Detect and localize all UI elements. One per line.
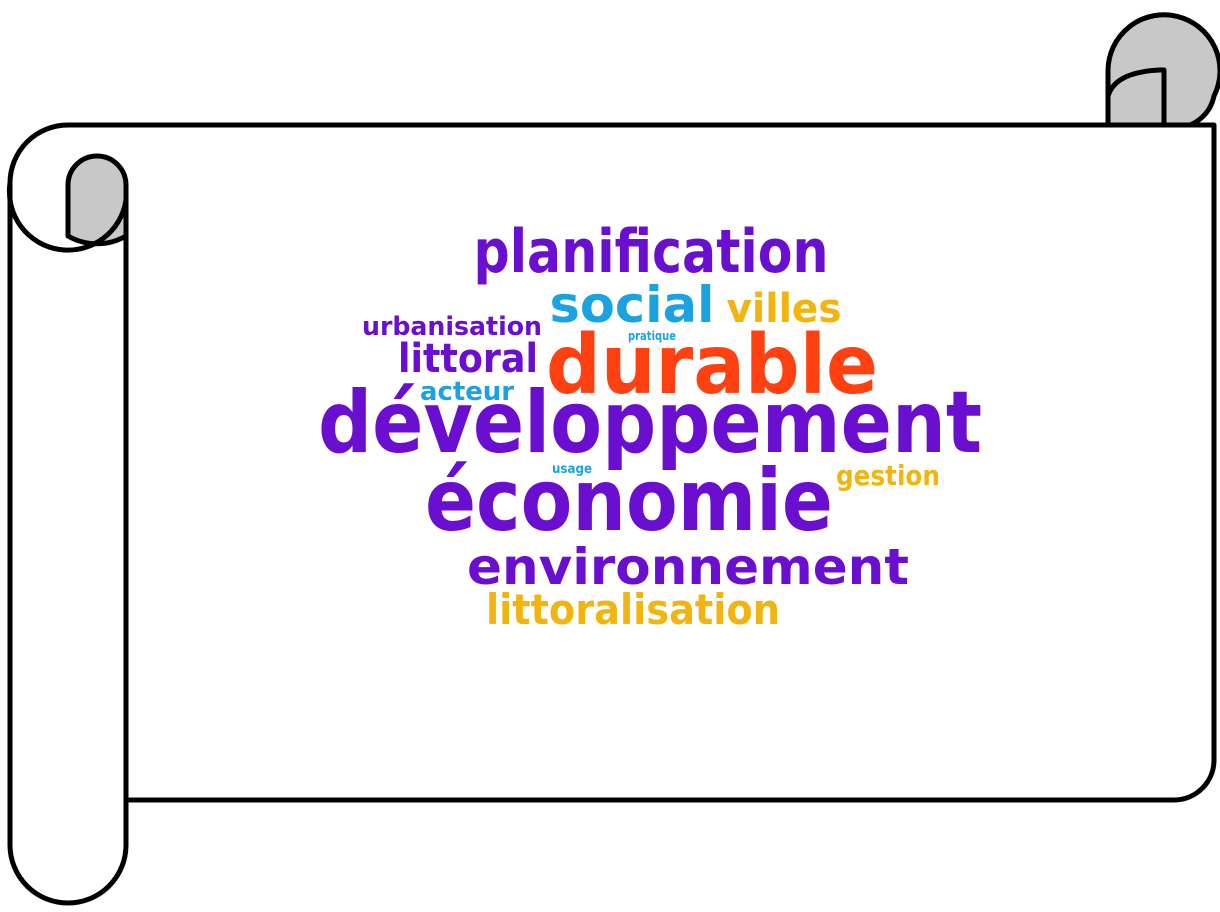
word-littoral: littoral	[398, 336, 538, 382]
word-environnement: environnement	[467, 538, 909, 596]
word-durable: durable	[546, 318, 878, 413]
word-acteur: acteur	[420, 377, 514, 407]
word-pratique: pratique	[628, 329, 676, 343]
word-littoralisation: littoralisation	[486, 585, 780, 634]
scroll-top-right-curl	[1105, 67, 1167, 131]
word-urbanisation: urbanisation	[362, 312, 542, 342]
word-economie: économie	[425, 451, 833, 551]
word-cloud: planification social villes urbanisation…	[318, 217, 982, 634]
word-planification: planification	[474, 217, 829, 287]
word-social: social	[550, 276, 715, 334]
scroll-left-roll-front	[6, 182, 129, 253]
word-gestion: gestion	[836, 459, 940, 492]
scroll-paper	[7, 122, 1217, 906]
word-usage: usage	[552, 462, 592, 477]
word-villes: villes	[727, 286, 842, 332]
word-developpement: développement	[318, 373, 982, 473]
scroll-left-curl	[65, 153, 129, 247]
